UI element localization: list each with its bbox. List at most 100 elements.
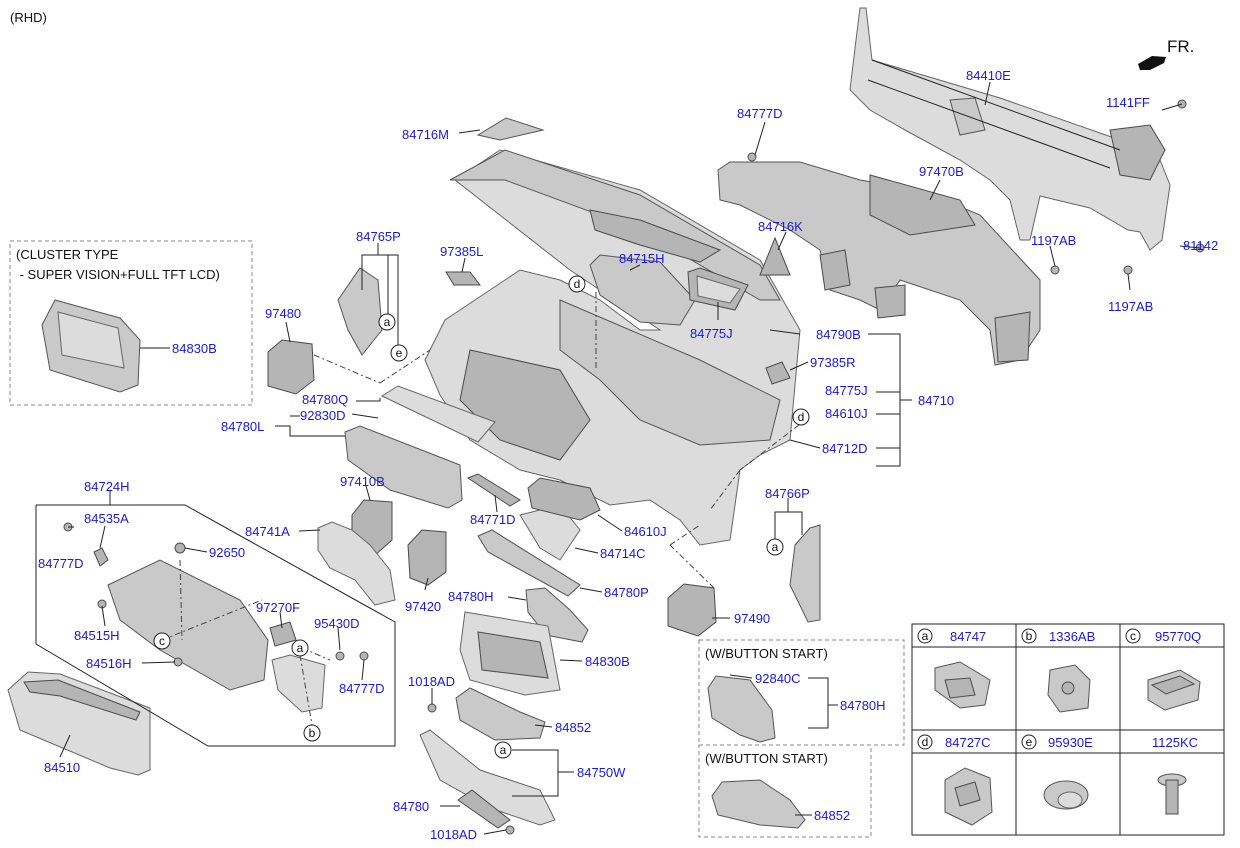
part-84790B[interactable]: 84790B: [816, 327, 861, 342]
part-84780L[interactable]: 84780L: [221, 419, 264, 434]
center-vent-right-icon: [407, 529, 447, 586]
part-92830D[interactable]: 92830D: [300, 408, 346, 423]
cowl-cross-bar-icon: [849, 7, 1171, 251]
part-97410B[interactable]: 97410B: [340, 474, 385, 489]
glove-box-damper-icon: [271, 654, 326, 713]
part-84777D-top[interactable]: 84777D: [737, 106, 783, 121]
part-84830B-cluster[interactable]: 84830B: [172, 341, 217, 356]
lower-trim-strip-icon: [477, 529, 581, 597]
part-84766P[interactable]: 84766P: [765, 486, 810, 501]
left-side-panel-icon: [337, 267, 383, 356]
part-97420[interactable]: 97420: [405, 599, 441, 614]
part-1125KC[interactable]: 1125KC: [1152, 735, 1198, 750]
fastener-table-header-e: e 95930E: [1021, 734, 1093, 750]
part-97385L[interactable]: 97385L: [440, 244, 483, 259]
part-84716M[interactable]: 84716M: [402, 127, 449, 142]
part-84777D-low[interactable]: 84777D: [339, 681, 385, 696]
fastener-table-header-d: d 84727C: [917, 734, 991, 750]
lower-garnish-icon: [380, 385, 496, 443]
part-1018AD-b[interactable]: 1018AD: [430, 827, 477, 842]
part-84780P[interactable]: 84780P: [604, 585, 649, 600]
part-84775J-b[interactable]: 84775J: [825, 383, 868, 398]
side-trim-icon: [759, 236, 791, 276]
knee-panel-insert-icon: [457, 789, 511, 829]
part-84610J-a[interactable]: 84610J: [825, 406, 868, 421]
part-84780H[interactable]: 84780H: [448, 589, 494, 604]
svg-text:a: a: [297, 641, 304, 655]
button-start-title-2: (W/BUTTON START): [705, 751, 828, 766]
trim-strip-icon: [466, 473, 521, 507]
svg-text:a: a: [500, 743, 507, 757]
part-81142[interactable]: 81142: [1183, 238, 1218, 253]
fastener-table-header-c: c 95770Q: [1125, 628, 1201, 644]
variant-label: (RHD): [10, 10, 47, 25]
part-92650[interactable]: 92650: [209, 545, 245, 560]
part-92840C[interactable]: 92840C: [755, 671, 801, 686]
glove-box-group-outline: [35, 504, 396, 747]
glove-box-strut-icon: [93, 547, 109, 567]
part-84715H[interactable]: 84715H: [619, 251, 665, 266]
part-84747[interactable]: 84747: [950, 629, 986, 644]
part-84852[interactable]: 84852: [555, 720, 591, 735]
cluster-hood-inner-icon: [477, 631, 549, 679]
part-84727C[interactable]: 84727C: [945, 735, 991, 750]
part-97270F[interactable]: 97270F: [256, 600, 300, 615]
part-1336AB[interactable]: 1336AB: [1049, 629, 1095, 644]
part-84771D[interactable]: 84771D: [470, 512, 516, 527]
part-84741A[interactable]: 84741A: [245, 524, 290, 539]
grommet-95930E-icon: [1043, 780, 1089, 810]
cluster-box-title-2: - SUPER VISION+FULL TFT LCD): [16, 267, 220, 282]
display-frame-inner-icon: [696, 275, 741, 304]
part-84410E[interactable]: 84410E: [966, 68, 1011, 83]
part-84535A[interactable]: 84535A: [84, 511, 129, 526]
part-84777D-mid[interactable]: 84777D: [38, 556, 84, 571]
part-95770Q[interactable]: 95770Q: [1155, 629, 1201, 644]
part-1197AB-a[interactable]: 1197AB: [1031, 233, 1076, 248]
glove-latch-icon: [269, 621, 297, 647]
part-84510[interactable]: 84510: [44, 760, 80, 775]
part-84712D[interactable]: 84712D: [822, 441, 868, 456]
part-84724H[interactable]: 84724H: [84, 479, 130, 494]
svg-text:d: d: [922, 735, 929, 749]
button-start-cover-icon: [711, 779, 806, 829]
center-panel-icon: [589, 254, 696, 326]
part-95430D[interactable]: 95430D: [314, 616, 360, 631]
part-84780H-btn[interactable]: 84780H: [840, 698, 886, 713]
part-97490[interactable]: 97490: [734, 611, 770, 626]
part-84516H[interactable]: 84516H: [86, 656, 132, 671]
callout-e: e: [390, 344, 408, 362]
fastener-table-header-b: b 1336AB: [1021, 628, 1095, 644]
svg-text:d: d: [574, 277, 581, 291]
front-direction-arrow-icon: [1138, 56, 1166, 70]
part-97480[interactable]: 97480: [265, 306, 301, 321]
callout-c: c: [153, 632, 171, 650]
part-1141FF[interactable]: 1141FF: [1106, 95, 1150, 110]
part-1197AB-b[interactable]: 1197AB: [1108, 299, 1153, 314]
part-84780[interactable]: 84780: [393, 799, 429, 814]
part-84830B-main[interactable]: 84830B: [585, 654, 630, 669]
part-84775J-a[interactable]: 84775J: [690, 326, 733, 341]
button-start-box-1: [698, 639, 905, 746]
part-97385R[interactable]: 97385R: [810, 355, 856, 370]
part-84716K[interactable]: 84716K: [758, 219, 803, 234]
part-84765P[interactable]: 84765P: [356, 229, 401, 244]
part-84610J-b[interactable]: 84610J: [624, 524, 667, 539]
part-95930E[interactable]: 95930E: [1048, 735, 1093, 750]
glove-upper-lid-icon: [344, 425, 463, 509]
part-84780Q[interactable]: 84780Q: [302, 392, 348, 407]
part-84515H[interactable]: 84515H: [74, 628, 120, 643]
part-84750W[interactable]: 84750W: [577, 765, 626, 780]
part-84714C[interactable]: 84714C: [600, 546, 646, 561]
part-84710[interactable]: 84710: [918, 393, 954, 408]
part-1018AD-a[interactable]: 1018AD: [408, 674, 455, 689]
part-84852-btn[interactable]: 84852: [814, 808, 850, 823]
button-start-box-2: [698, 744, 872, 838]
svg-text:e: e: [396, 346, 403, 360]
svg-text:b: b: [1026, 629, 1033, 643]
left-air-vent-icon: [267, 339, 315, 395]
right-side-panel-icon: [789, 524, 821, 623]
front-direction-label: FR.: [1167, 37, 1194, 56]
svg-text:a: a: [384, 315, 391, 329]
part-97470B[interactable]: 97470B: [919, 164, 964, 179]
